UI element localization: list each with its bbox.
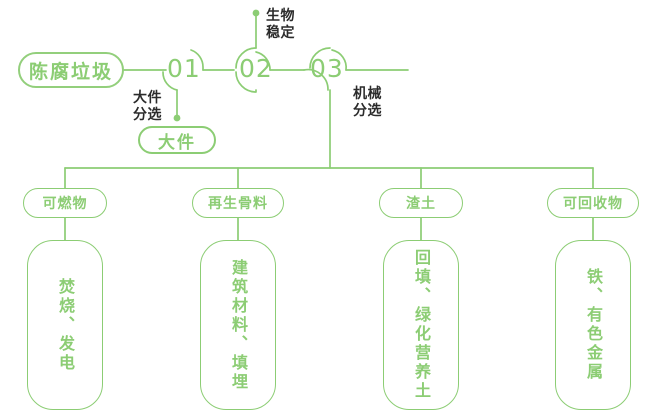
stage-number-02[interactable]: 02: [239, 54, 273, 83]
usage-box-2-text: 建筑材料、填埋: [229, 258, 248, 392]
arc-03-upper-right: [331, 49, 347, 71]
node-root[interactable]: 陈腐垃圾: [18, 52, 124, 88]
usage-box-4[interactable]: 铁、有色金属: [555, 240, 631, 410]
node-stage-01-output[interactable]: 大件: [138, 126, 216, 154]
category-pill-4[interactable]: 可回收物: [547, 188, 639, 218]
node-root-label: 陈腐垃圾: [28, 60, 113, 83]
usage-box-3-text: 回填、绿化营养土: [412, 249, 431, 401]
dot-01-note: [173, 114, 181, 122]
arc-03-lower-left: [303, 68, 329, 91]
arc-02-upper-right-join: [255, 51, 271, 71]
stage-note-02: 生物 稳定: [266, 8, 295, 41]
category-pill-3[interactable]: 渣土: [379, 188, 463, 218]
category-pill-3-label: 渣土: [406, 196, 436, 212]
usage-box-3[interactable]: 回填、绿化营养土: [383, 240, 459, 410]
category-pill-2[interactable]: 再生骨料: [192, 188, 284, 218]
usage-box-1[interactable]: 焚烧、发电: [27, 240, 103, 410]
category-pill-2-label: 再生骨料: [208, 196, 268, 212]
usage-box-2[interactable]: 建筑材料、填埋: [200, 240, 276, 410]
stage-number-01[interactable]: 01: [167, 54, 201, 83]
arc-01-upper: [190, 49, 204, 71]
category-pill-1[interactable]: 可燃物: [23, 188, 107, 218]
category-pill-4-label: 可回收物: [563, 196, 623, 212]
arc-01-lower: [162, 71, 178, 91]
stage-note-01: 大件 分选: [133, 90, 162, 123]
arc-02-upper: [235, 47, 257, 69]
usage-box-4-text: 铁、有色金属: [584, 268, 603, 382]
category-pill-1-label: 可燃物: [42, 196, 88, 212]
dot-02-note: [252, 9, 260, 17]
node-stage-01-output-label: 大件: [158, 132, 196, 153]
usage-box-1-text: 焚烧、发电: [56, 277, 75, 373]
stage-note-03: 机械 分选: [353, 86, 382, 119]
stage-number-03[interactable]: 03: [310, 54, 344, 83]
arc-02-lower-left: [235, 71, 257, 93]
arc-03-upper: [309, 47, 331, 69]
